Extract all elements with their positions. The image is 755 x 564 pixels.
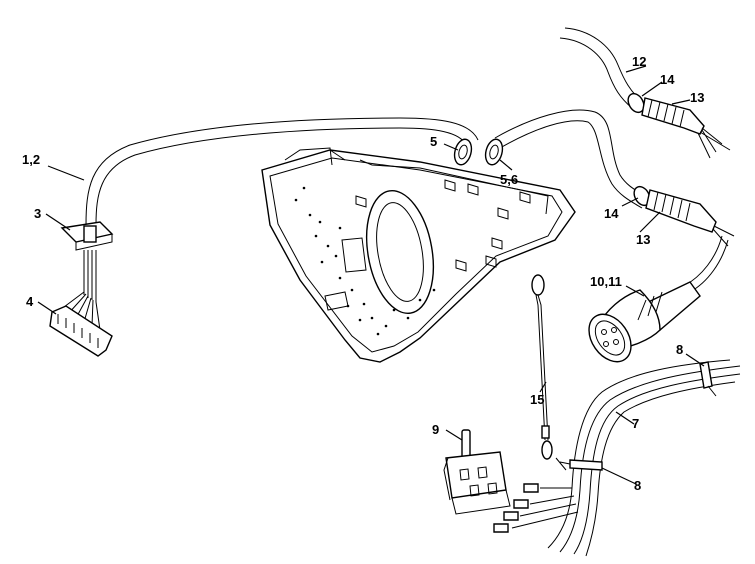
label-5-6: 5,6 [500, 172, 518, 187]
label-13-bottom: 13 [636, 232, 650, 247]
cable-tie-8-bottom [555, 457, 603, 471]
label-4: 4 [26, 294, 34, 309]
plug-10-11 [588, 235, 729, 363]
label-13-top: 13 [690, 90, 704, 105]
wires-to-terminal-4 [59, 250, 101, 331]
connector-3 [60, 221, 114, 251]
label-14-bottom: 14 [604, 206, 619, 221]
housing-tray [261, 147, 576, 363]
selector-switch-9 [443, 429, 511, 515]
safety-cable-15 [531, 274, 553, 460]
grommet-5-6 [484, 138, 504, 166]
label-15: 15 [530, 392, 544, 407]
part-labels: 1,2 3 4 5 5,6 7 8 8 9 10,11 12 13 13 14 … [22, 54, 704, 493]
label-10-11: 10,11 [590, 274, 622, 289]
cable-lower [494, 109, 649, 209]
grommet-5 [453, 138, 473, 166]
wire-terminals [493, 483, 579, 533]
label-8-top: 8 [676, 342, 683, 357]
leader-lines [37, 65, 705, 485]
cable-bundle-7 [547, 359, 741, 557]
label-8-bottom: 8 [634, 478, 641, 493]
label-14-top: 14 [660, 72, 675, 87]
cable-12 [559, 27, 641, 109]
cable-1-2 [85, 117, 479, 226]
connector-13-top [627, 92, 731, 159]
cable-tie-8-top [699, 361, 717, 397]
label-1-2: 1,2 [22, 152, 40, 167]
label-7: 7 [632, 416, 639, 431]
connector-13-bottom [633, 185, 735, 247]
terminal-block-4 [49, 305, 113, 357]
label-9: 9 [432, 422, 439, 437]
label-12: 12 [632, 54, 646, 69]
label-5: 5 [430, 134, 437, 149]
label-3: 3 [34, 206, 41, 221]
